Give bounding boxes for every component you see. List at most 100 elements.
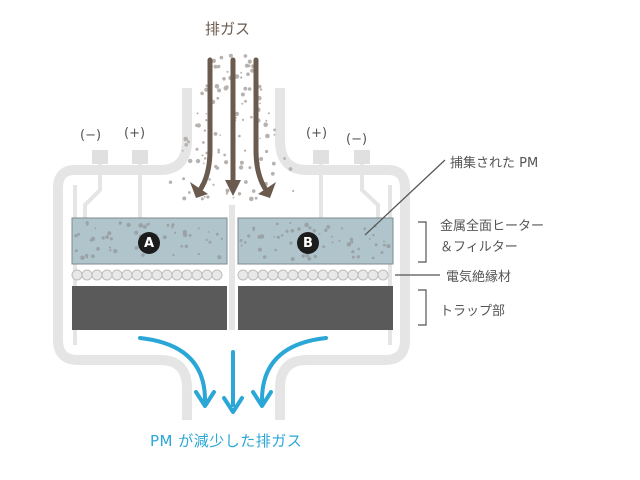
exhaust-particle	[204, 87, 209, 92]
exhaust-particle	[243, 149, 247, 152]
pm-particle	[290, 257, 295, 262]
insulator-ball	[181, 269, 193, 281]
exhaust-particle	[187, 140, 190, 144]
exhaust-particle	[232, 196, 235, 199]
exhaust-particle	[251, 189, 256, 193]
exhaust-particle	[234, 74, 240, 79]
exhaust-particle	[288, 167, 293, 171]
exhaust-particle	[259, 88, 263, 91]
exhaust-particle	[219, 55, 224, 60]
pm-particle	[244, 241, 247, 244]
exhaust-particle	[195, 147, 199, 151]
exhaust-particle	[203, 195, 206, 198]
exhaust-particle	[181, 149, 184, 152]
exhaust-particle	[247, 87, 252, 91]
exhaust-particle	[188, 191, 191, 194]
pm-particle	[113, 249, 118, 254]
insulator-ball	[327, 269, 339, 281]
pm-particle	[215, 232, 219, 236]
pm-particle	[372, 233, 375, 237]
pm-particle	[126, 222, 131, 227]
exhaust-particle	[228, 53, 233, 58]
pm-particle	[184, 244, 189, 248]
exhaust-particle	[273, 128, 276, 132]
insulator-ball	[191, 269, 203, 281]
insulator-ball	[81, 269, 93, 281]
inlet-label: 排ガス	[205, 20, 251, 38]
pm-particle	[313, 254, 318, 259]
exhaust-particle	[247, 64, 251, 68]
exhaust-inflow-arrows	[197, 57, 269, 193]
leader-captured-pm	[364, 159, 446, 236]
pm-particle	[142, 224, 147, 229]
pm-particle	[80, 255, 85, 260]
outflow-arrow-right	[260, 336, 328, 402]
insulator-ball	[287, 269, 299, 281]
exhaust-particle	[246, 72, 250, 76]
exhaust-particle	[234, 111, 239, 117]
pm-particle	[308, 226, 312, 230]
pm-particle	[109, 237, 113, 241]
pm-particle	[107, 231, 112, 236]
pm-particle	[172, 253, 175, 257]
chamber-b-badge: B	[297, 232, 319, 254]
exhaust-particle	[271, 161, 276, 166]
insulator-ball	[367, 269, 379, 281]
pm-particle	[89, 238, 93, 242]
exhaust-particle	[223, 85, 229, 91]
pm-particle	[138, 223, 143, 228]
pm-particle	[356, 255, 360, 259]
exhaust-particle	[237, 192, 242, 196]
exhaust-particle	[182, 196, 187, 201]
exhaust-particle	[248, 166, 252, 170]
insulator-ball	[71, 269, 83, 281]
pm-particle	[338, 239, 341, 242]
insulator-ball	[377, 269, 389, 281]
pm-particle	[259, 234, 265, 239]
pm-particle	[322, 245, 326, 249]
terminal-right-pos	[313, 150, 329, 164]
pm-particle	[290, 228, 295, 233]
bracket-trap	[418, 289, 427, 326]
insulator-ball	[317, 269, 329, 281]
inflow-arrow-right	[253, 57, 269, 193]
trap-block-b	[238, 286, 393, 330]
insulator-ball	[257, 269, 269, 281]
pm-particle	[252, 226, 256, 230]
exhaust-particle	[202, 162, 205, 165]
pm-particle	[330, 235, 333, 238]
pm-particle	[86, 223, 89, 226]
pm-particle	[346, 242, 352, 247]
outflow-arrowheads	[194, 390, 273, 414]
callout-leaders	[364, 159, 446, 326]
pm-particle	[162, 235, 167, 240]
exhaust-particle	[244, 180, 248, 184]
exhaust-particle	[188, 158, 193, 164]
pm-particle	[141, 253, 145, 257]
pm-particle	[207, 231, 210, 233]
exhaust-particle	[243, 54, 248, 58]
outflow-arrows	[138, 336, 328, 407]
pm-particle	[383, 240, 385, 243]
exhaust-particle	[240, 92, 245, 97]
pm-particle	[220, 237, 224, 241]
pm-particle	[387, 245, 390, 249]
exhaust-particle	[214, 164, 218, 169]
pm-particle	[134, 246, 139, 250]
pm-particle	[382, 243, 386, 247]
pm-particle	[374, 243, 378, 247]
exhaust-particle	[265, 149, 269, 154]
trap-block-a	[72, 286, 227, 330]
pm-particle	[205, 238, 208, 242]
pm-particle	[109, 249, 112, 252]
exhaust-particle	[168, 180, 173, 184]
insulator-ball	[357, 269, 369, 281]
pm-particle	[304, 222, 309, 228]
insulator-ball	[131, 269, 143, 281]
pm-particle	[171, 226, 174, 229]
pm-particle	[208, 240, 212, 244]
exhaust-particle	[195, 158, 201, 164]
pm-particle	[380, 251, 384, 254]
